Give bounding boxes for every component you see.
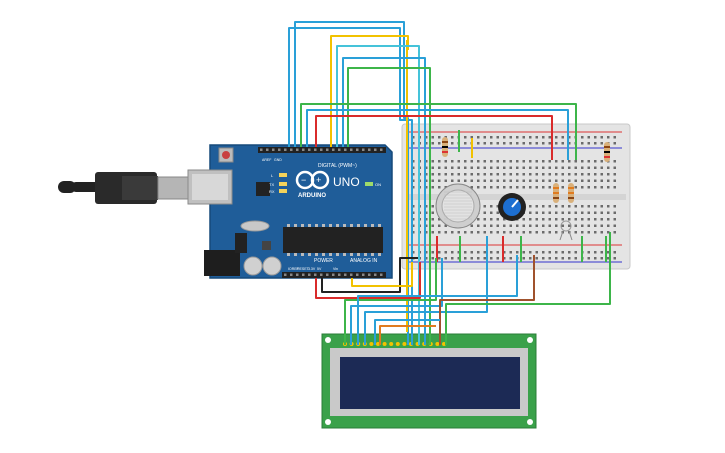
arduino-logo: − + xyxy=(295,170,330,190)
board-model-label: UNO xyxy=(333,175,360,189)
usb-cable xyxy=(72,182,100,192)
resistor-2[interactable] xyxy=(604,142,610,162)
wire-yellow-bottom xyxy=(351,262,413,287)
wire-brown xyxy=(439,255,535,345)
resistor-4[interactable] xyxy=(568,183,574,203)
on-led-label: ON xyxy=(375,182,381,187)
lcd-screen xyxy=(340,357,520,409)
wires xyxy=(288,21,611,345)
reset-label: RESET xyxy=(297,267,310,271)
aref-label: AREF xyxy=(262,158,271,162)
svg-text:−: − xyxy=(301,175,306,185)
vin-label: Vin xyxy=(333,267,338,271)
resistor-3[interactable] xyxy=(553,183,559,203)
wire-blue-3 xyxy=(342,57,426,345)
led-component[interactable] xyxy=(559,220,573,241)
potentiometer[interactable] xyxy=(498,193,526,221)
v5-label: 5V xyxy=(317,267,322,271)
pin-l-label: L xyxy=(271,173,274,178)
ioref-label: IOREF xyxy=(288,267,299,271)
wire-red-bottom xyxy=(315,262,421,299)
power-header-label: POWER xyxy=(314,258,333,264)
svg-text:+: + xyxy=(316,175,321,185)
wire-green-gnd xyxy=(300,103,577,160)
pin-rx-label: RX xyxy=(269,189,275,194)
gas-sensor[interactable] xyxy=(435,183,481,229)
resistor-1[interactable] xyxy=(442,137,448,157)
wire-cyan-1 xyxy=(336,45,420,345)
analog-header-label: ANALOG IN xyxy=(350,258,378,264)
wire-blue-rail xyxy=(306,109,569,160)
pin-tx-label: TX xyxy=(269,182,274,187)
lcd-module[interactable] xyxy=(321,333,537,429)
atmega-chip xyxy=(283,227,383,253)
arduino-logo-text: ARDUINO xyxy=(298,193,326,199)
wire-blue-1 xyxy=(288,27,413,345)
digital-header-label: DIGITAL (PWM~) xyxy=(318,163,357,169)
wire-red-rail xyxy=(315,115,553,160)
v33-label: 3.3V xyxy=(308,267,316,271)
wire-green-1 xyxy=(347,67,431,345)
wire-black-bottom xyxy=(321,257,418,293)
gnd-label: GND xyxy=(274,158,282,162)
arduino-board[interactable]: − + ARDUINO UNO DIGITAL (PWM~) POWER ANA… xyxy=(58,144,393,279)
